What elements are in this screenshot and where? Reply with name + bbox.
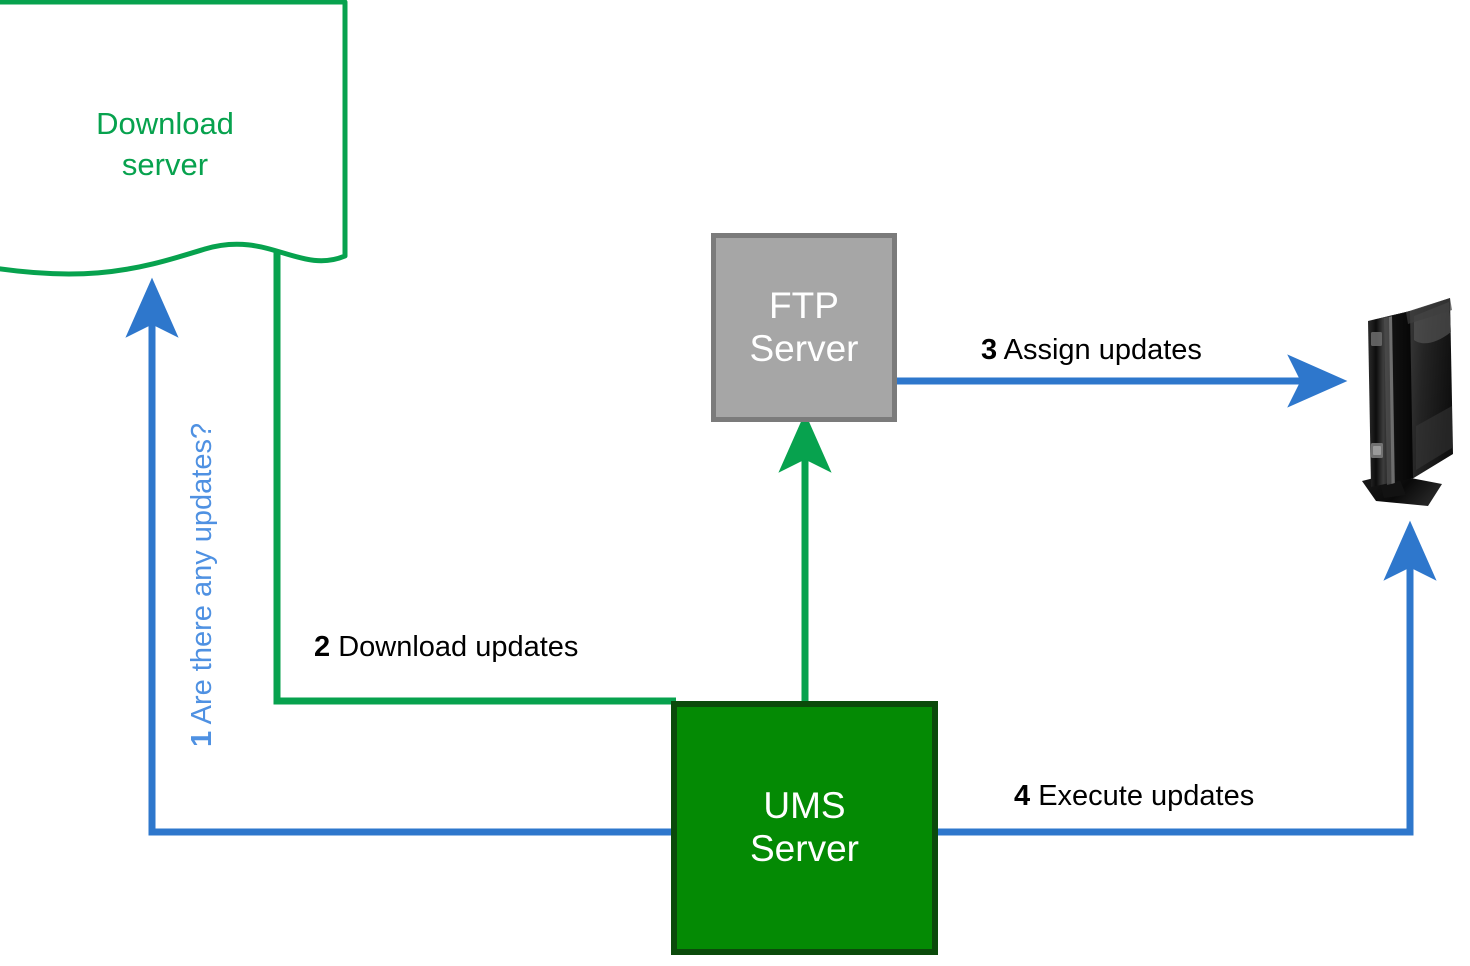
ftp-server-label-line2: Server — [749, 327, 859, 369]
flow-2-text: Download updates — [338, 631, 579, 663]
download-server-shape — [0, 0, 348, 277]
flow-4-label: 4 Execute updates — [1014, 780, 1254, 813]
flow-4-text: Execute updates — [1038, 780, 1255, 812]
flow-1-connector — [125, 277, 671, 836]
ftp-server-label-line1: FTP — [769, 284, 839, 326]
flow-1-number: 1 — [186, 730, 218, 747]
ums-server-label-line2: Server — [750, 828, 859, 869]
flow-1-label: 1 Are there any updates? — [186, 423, 219, 747]
flow-2-label: 2 Download updates — [314, 631, 578, 664]
flow-1-text: Are there any updates? — [186, 422, 218, 725]
thin-client-device-icon — [1356, 288, 1460, 520]
flow-3-label: 3 Assign updates — [981, 334, 1202, 367]
ums-server-node[interactable]: UMS Server — [671, 701, 938, 955]
flow-4-connector — [938, 520, 1437, 836]
flow-2-connector — [273, 250, 676, 705]
flow-4-number: 4 — [1014, 780, 1031, 812]
flow-3-text: Assign updates — [1003, 334, 1202, 366]
flow-2-number: 2 — [314, 631, 331, 663]
ftp-server-node[interactable]: FTP Server — [711, 233, 897, 422]
ums-server-label-line1: UMS — [763, 785, 846, 827]
device-tower-icon — [1362, 298, 1453, 506]
flow-3-number: 3 — [981, 334, 998, 366]
